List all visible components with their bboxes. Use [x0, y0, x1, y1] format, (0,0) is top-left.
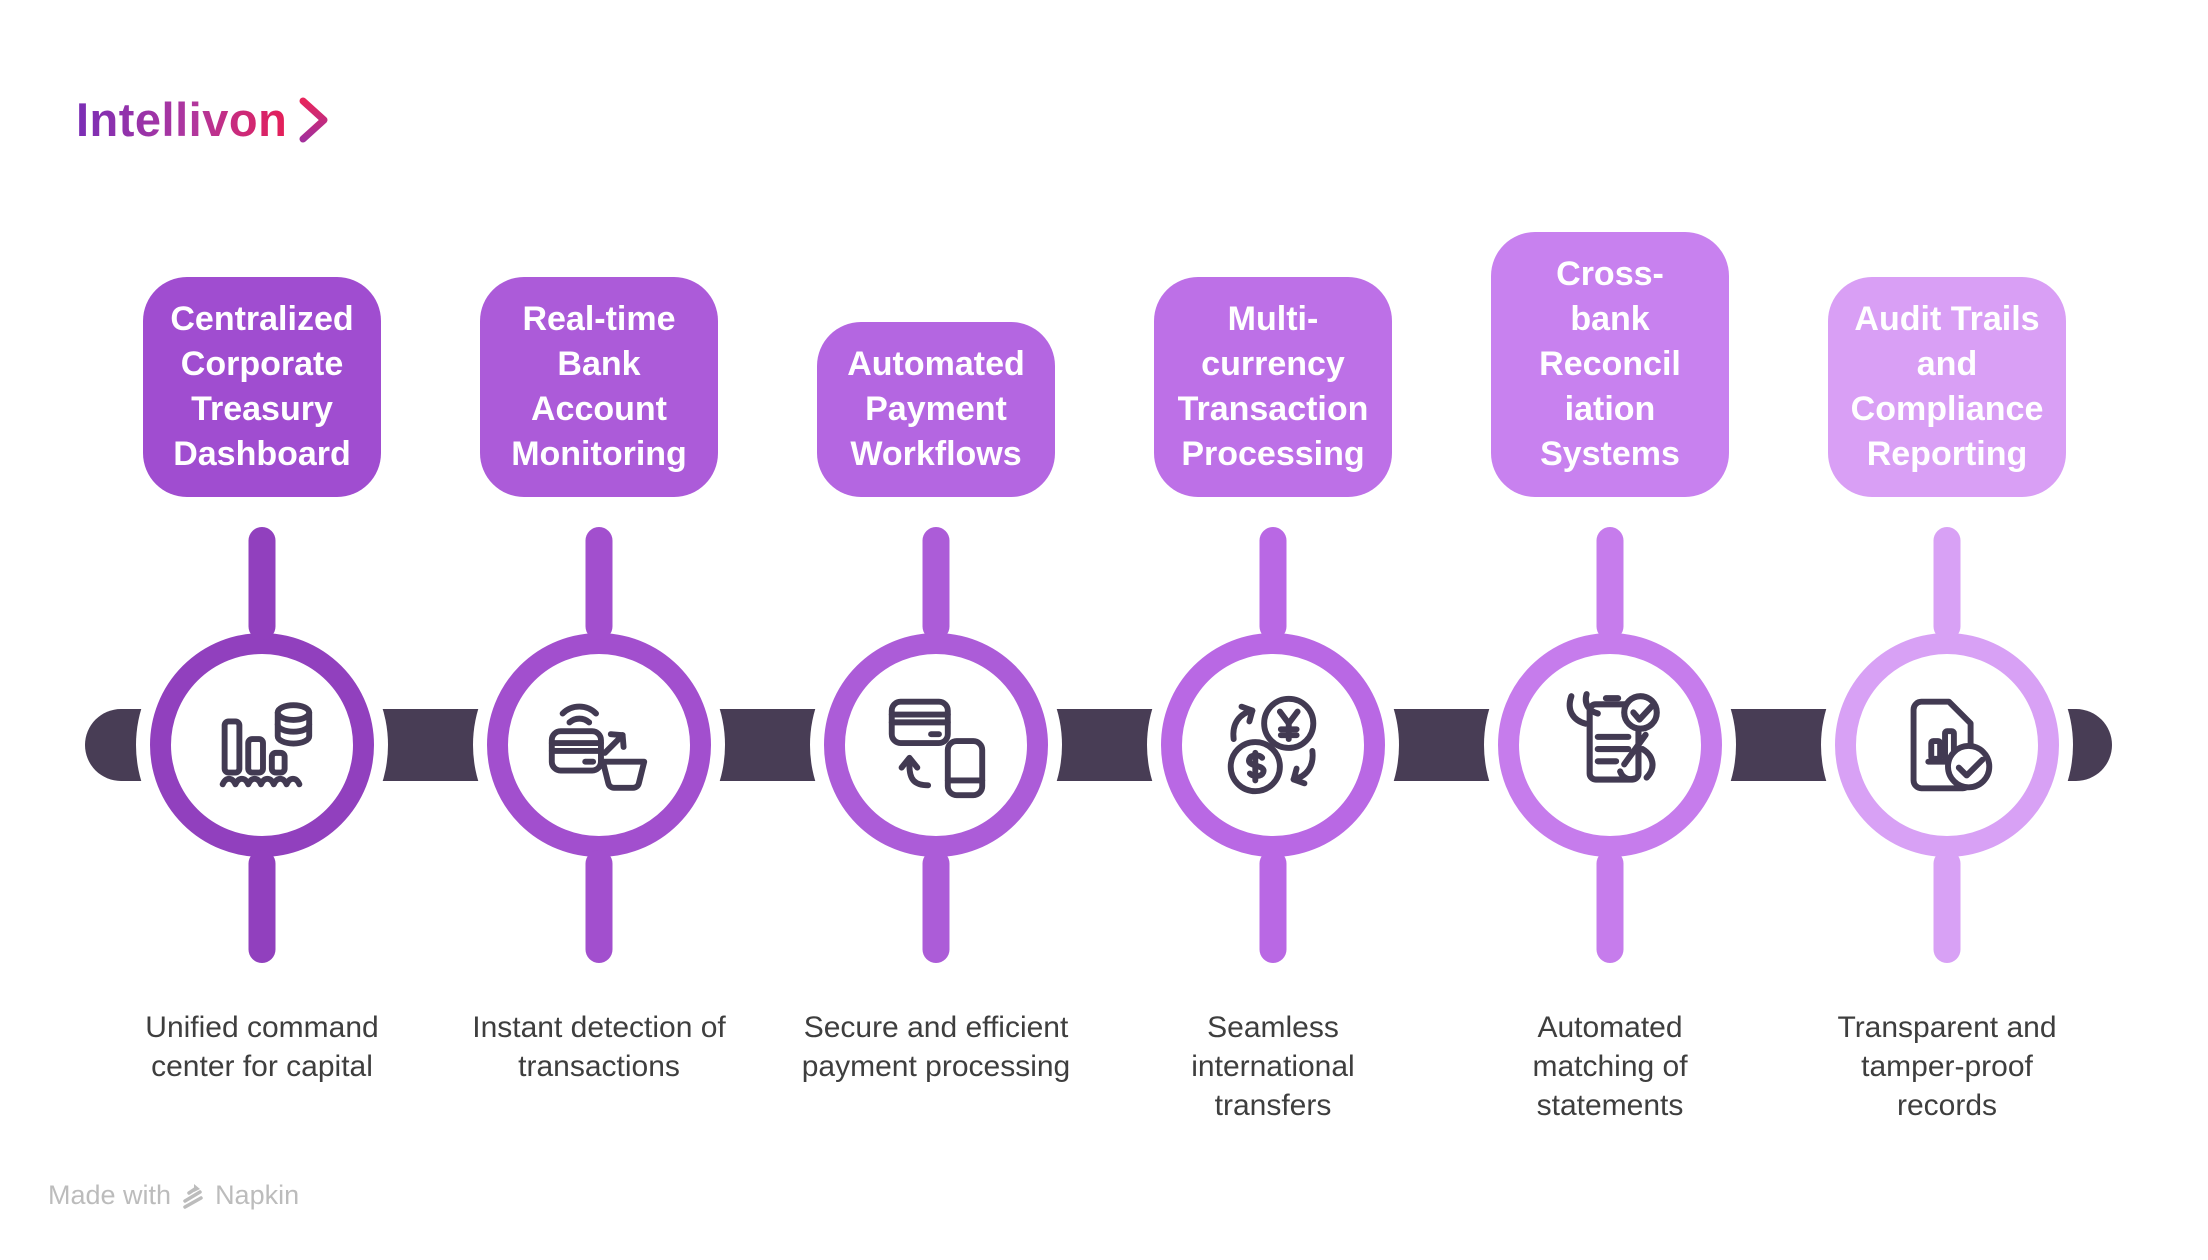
- report-file-check-icon: [1910, 698, 1993, 792]
- timeline-circle: [1161, 633, 1385, 857]
- feature-card: Automated Payment Workflows: [817, 322, 1055, 497]
- card-slot: Automated Payment Workflows: [817, 0, 1055, 497]
- connector-stem-top: [1259, 527, 1287, 640]
- connector-stem-top: [1933, 527, 1961, 640]
- timeline-node: Multi- currency Transaction Processing S…: [1104, 0, 1442, 1260]
- connector-stem-top: [1596, 527, 1624, 640]
- checklist-hand-check-icon: [1566, 691, 1660, 783]
- node-caption: Seamless international transfers: [1191, 1011, 1355, 1122]
- card-slot: Audit Trails and Compliance Reporting: [1828, 0, 2066, 497]
- napkin-logo-icon: [183, 1183, 203, 1209]
- timeline-circle: [1498, 633, 1722, 857]
- card-slot: Multi- currency Transaction Processing: [1154, 0, 1392, 497]
- feature-card: Audit Trails and Compliance Reporting: [1828, 277, 2066, 497]
- timeline-circle: [487, 633, 711, 857]
- napkin-credit: Made with Napkin: [48, 1180, 299, 1211]
- feature-card: Multi- currency Transaction Processing: [1154, 277, 1392, 497]
- footer-brand: Napkin: [215, 1180, 300, 1210]
- contactless-card-basket-icon: [548, 703, 648, 791]
- bar-chart-coins-icon: [219, 702, 313, 788]
- card-phone-transfer-icon: [888, 698, 986, 799]
- currency-exchange-icon: [1227, 695, 1317, 795]
- connector-stem-bottom: [585, 850, 613, 963]
- connector-stem-bottom: [922, 850, 950, 963]
- feature-card: Cross- bank Reconcil iation Systems: [1491, 232, 1729, 497]
- connector-stem-top: [585, 527, 613, 640]
- timeline-node: Automated Payment Workflows Secure and e…: [767, 0, 1105, 1260]
- brand-name: Intellivon: [76, 93, 288, 146]
- timeline-circle: [150, 633, 374, 857]
- timeline-circle: [1835, 633, 2059, 857]
- node-caption: Unified command center for capital: [145, 1011, 379, 1083]
- connector-stem-bottom: [1259, 850, 1287, 963]
- connector-stem-top: [922, 527, 950, 640]
- connector-stem-bottom: [1596, 850, 1624, 963]
- node-caption: Instant detection of transactions: [472, 1011, 726, 1083]
- timeline-node: Cross- bank Reconcil iation Systems Auto…: [1441, 0, 1779, 1260]
- connector-stem-top: [248, 527, 276, 640]
- timeline-node: Audit Trails and Compliance Reporting Tr…: [1778, 0, 2116, 1260]
- node-caption: Secure and efficient payment processing: [801, 1011, 1071, 1083]
- node-caption: Automated matching of statements: [1532, 1011, 1688, 1122]
- connector-stem-bottom: [248, 850, 276, 963]
- brand-logo: Intellivon: [76, 92, 331, 147]
- node-caption: Transparent and tamper-proof records: [1837, 1011, 2057, 1122]
- feature-card: Centralized Corporate Treasury Dashboard: [143, 277, 381, 497]
- timeline-node: Centralized Corporate Treasury Dashboard…: [93, 0, 431, 1260]
- card-slot: Centralized Corporate Treasury Dashboard: [143, 0, 381, 497]
- connector-stem-bottom: [1933, 850, 1961, 963]
- chevron-right-icon: [299, 97, 328, 142]
- card-slot: Cross- bank Reconcil iation Systems: [1491, 0, 1729, 497]
- timeline-node: Real-time Bank Account Monitoring Instan…: [430, 0, 768, 1260]
- feature-card: Real-time Bank Account Monitoring: [480, 277, 718, 497]
- footer-text: Made with: [48, 1180, 172, 1210]
- timeline-circle: [824, 633, 1048, 857]
- card-slot: Real-time Bank Account Monitoring: [480, 0, 718, 497]
- timeline-bar: [85, 709, 2112, 781]
